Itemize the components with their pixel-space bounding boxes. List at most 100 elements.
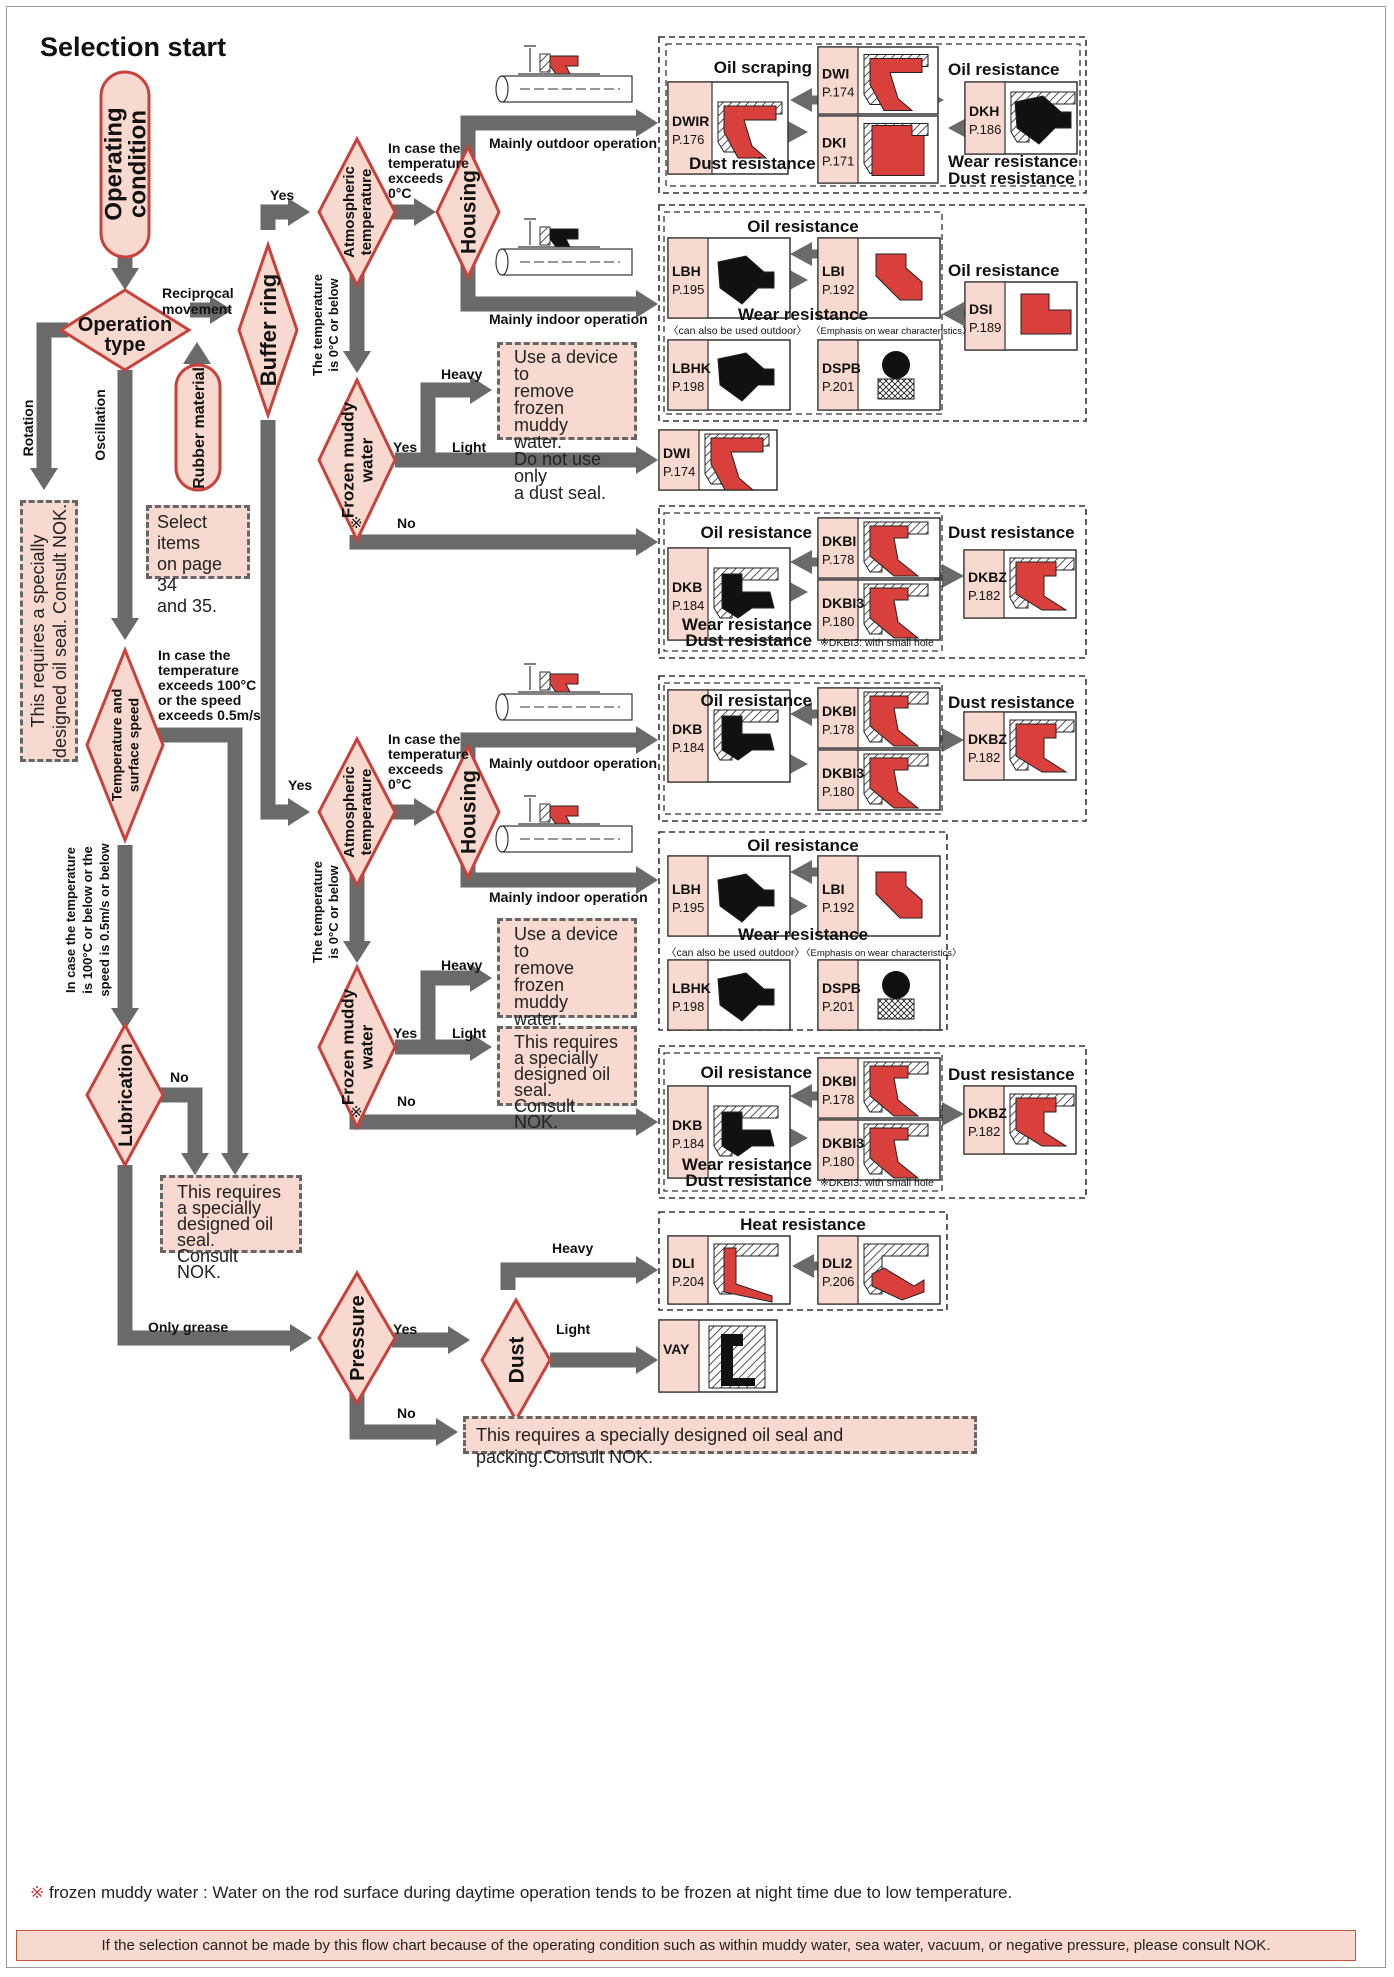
temp-low-label: In case the temperature bbox=[63, 847, 78, 993]
group-title: Wear resistance bbox=[948, 152, 1078, 171]
arrowhead bbox=[470, 1033, 492, 1061]
product-page: P.192 bbox=[822, 282, 854, 297]
card-label-area bbox=[667, 547, 709, 641]
arrowhead bbox=[470, 964, 492, 992]
small-arrow bbox=[790, 88, 820, 112]
card-label-area bbox=[963, 1085, 1005, 1155]
temp-exceeds-label: temperature bbox=[388, 155, 469, 171]
yes-label: Yes bbox=[393, 1025, 417, 1041]
node-housing-1 bbox=[435, 143, 501, 281]
product-cards: DWIRP.176DWIP.174DKIP.171DKHP.186LBHP.19… bbox=[658, 46, 1078, 1393]
seal-profile-icon bbox=[863, 1061, 929, 1117]
temp-below-label: The temperature bbox=[310, 861, 325, 963]
footnote: ※ frozen muddy water : Water on the rod … bbox=[30, 1883, 1012, 1903]
yes-label: Yes bbox=[270, 187, 294, 203]
no-label: No bbox=[170, 1069, 189, 1085]
temp-high-label: exceeds 0.5m/s bbox=[158, 707, 261, 723]
node-lubrication bbox=[85, 1021, 165, 1169]
small-arrow bbox=[790, 702, 820, 726]
special-note-3: This requires a specially designed oil s… bbox=[497, 1026, 637, 1131]
arrow-temp-high bbox=[158, 727, 243, 1155]
seal-profile-icon bbox=[863, 753, 929, 809]
group-title: Dust resistance bbox=[948, 1065, 1075, 1084]
card-label-area bbox=[963, 549, 1005, 619]
product-name: DKI bbox=[822, 135, 846, 151]
product-name: DKB bbox=[672, 579, 702, 595]
product-name: DKBI bbox=[822, 533, 856, 549]
product-page: P.195 bbox=[672, 282, 704, 297]
product-page: P.180 bbox=[822, 784, 854, 799]
node-label: Atmospheric bbox=[341, 766, 358, 858]
card-label-area bbox=[964, 281, 1006, 351]
product-page: P.184 bbox=[672, 598, 704, 613]
hint-wear: 〈Emphasis on wear characteristics〉 bbox=[811, 326, 972, 337]
temp-high-label: temperature bbox=[158, 662, 239, 678]
group-dwi bbox=[658, 36, 1087, 194]
product-name: DSI bbox=[969, 301, 992, 317]
card-label-area bbox=[667, 81, 713, 175]
arrowhead bbox=[636, 1346, 658, 1374]
seal-profile-icon bbox=[1009, 719, 1075, 773]
product-name: LBH bbox=[672, 881, 701, 897]
footnote-text: frozen muddy water : Water on the rod su… bbox=[44, 1883, 1013, 1902]
product-page: P.198 bbox=[672, 379, 704, 394]
node-label: temperature bbox=[358, 169, 375, 256]
small-arrow bbox=[934, 1102, 964, 1126]
group-dkb-3 bbox=[658, 1045, 1087, 1199]
note-line: remove frozen bbox=[514, 958, 575, 995]
group-lbh-bottom bbox=[658, 831, 948, 1031]
group-title: Oil scraping bbox=[714, 58, 812, 77]
node-label: Dust bbox=[506, 1337, 529, 1384]
small-arrow bbox=[942, 302, 972, 326]
seal-profile-icon bbox=[863, 691, 929, 747]
seal-profile-icon bbox=[863, 1123, 929, 1179]
card-label-area bbox=[667, 689, 709, 783]
product-page: P.201 bbox=[822, 999, 854, 1014]
product-page: P.184 bbox=[672, 1136, 704, 1151]
product-name: DKB bbox=[672, 721, 702, 737]
product-name: LBI bbox=[822, 263, 845, 279]
group-dkb-1-inner bbox=[663, 512, 943, 652]
node-label: Temperature and bbox=[109, 689, 125, 802]
product-card-dkh: DKH P.186 bbox=[964, 81, 1078, 155]
temp-low-label: speed is 0.5m/s or below bbox=[97, 843, 112, 997]
group-title: Dust resistance bbox=[948, 169, 1075, 188]
note-line: designed oil seal. bbox=[177, 1214, 274, 1250]
seal-profile-icon bbox=[717, 972, 775, 1022]
product-name: LBH bbox=[672, 263, 701, 279]
small-arrow bbox=[778, 752, 808, 776]
arrowhead bbox=[436, 1418, 458, 1446]
seal-profile-icon bbox=[1009, 557, 1075, 611]
seal-profile-icon bbox=[863, 54, 929, 111]
arrowhead bbox=[636, 528, 658, 556]
node-label: condition bbox=[125, 110, 152, 218]
card-label-area bbox=[963, 711, 1005, 781]
no-label: No bbox=[397, 1093, 416, 1109]
product-name: DKH bbox=[969, 103, 999, 119]
page-frame bbox=[6, 6, 1386, 1968]
hint-dkbi3: ※DKBI3: with small hole bbox=[820, 1177, 934, 1189]
arrowhead bbox=[636, 866, 658, 894]
arrowhead bbox=[183, 342, 211, 364]
yes-label: Yes bbox=[393, 1321, 417, 1337]
group-title: Oil resistance bbox=[747, 217, 859, 236]
small-arrow bbox=[790, 550, 820, 574]
product-page: P.186 bbox=[969, 122, 1001, 137]
small-arrow bbox=[778, 268, 808, 292]
arrowhead bbox=[636, 1256, 658, 1284]
seal-profile-icon bbox=[863, 123, 929, 176]
small-arrow bbox=[790, 860, 820, 884]
group-title: Oil resistance bbox=[948, 261, 1060, 280]
seal-profile-icon bbox=[717, 255, 775, 305]
arrowhead bbox=[288, 198, 310, 226]
group-title: Dust resistance bbox=[689, 154, 816, 173]
temp-high-label: exceeds 100°C bbox=[158, 677, 256, 693]
temp-high-label: In case the bbox=[158, 647, 231, 663]
no-label: No bbox=[397, 515, 416, 531]
